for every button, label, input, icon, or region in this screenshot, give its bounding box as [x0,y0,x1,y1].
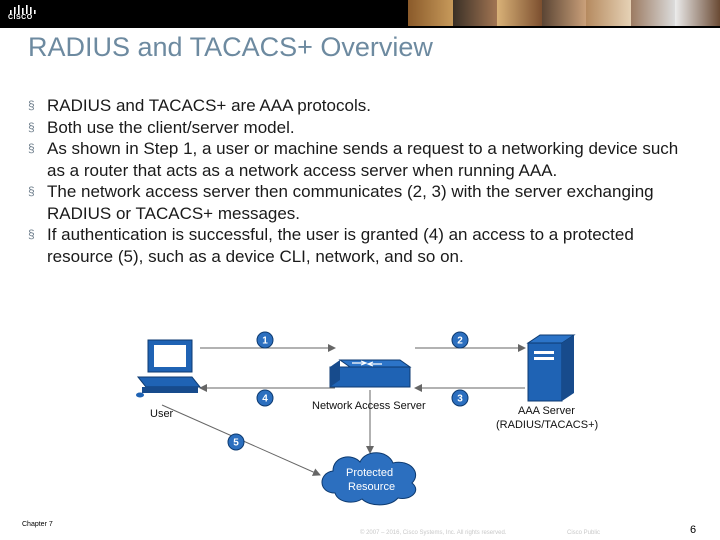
slide-title: RADIUS and TACACS+ Overview [28,32,433,62]
bullet-marker: § [28,98,35,112]
footer-copyright: © 2007 – 2016, Cisco Systems, Inc. All r… [360,530,507,536]
page-number: 6 [690,524,697,536]
network-access-server-icon [329,359,412,388]
bullet-text: Both use the client/server model. [47,117,295,137]
bullet-item: § Both use the client/server model. [28,117,698,139]
bullet-marker: § [28,141,35,155]
aaa-server-label-line1: AAA Server [518,405,575,417]
protected-resource-cloud-icon [321,452,417,506]
bullet-text: As shown in Step 1, a user or machine se… [47,139,679,180]
aaa-server-icon [526,334,576,402]
svg-text:4: 4 [262,394,268,405]
bullet-text: The network access server then communica… [47,182,654,223]
step-badge-2: 2 [451,331,469,349]
cisco-logo-text: CISCO [8,14,33,21]
bullet-item: § If authentication is successful, the us… [28,224,698,267]
bullet-marker: § [28,184,35,198]
cisco-bridge-icon [10,5,36,14]
bullet-text: If authentication is successful, the use… [47,225,634,266]
resource-label-line2: Resource [348,481,395,493]
cisco-logo: CISCO [8,3,42,23]
step-badge-4: 4 [256,389,274,407]
nas-label: Network Access Server [312,400,426,412]
slide-header: CISCO [0,0,720,28]
svg-text:1: 1 [262,336,268,347]
bullet-marker: § [28,227,35,241]
aaa-diagram: User Network Access Server AAA Server (R… [136,331,598,506]
svg-text:5: 5 [233,438,239,449]
step-badge-3: 3 [451,389,469,407]
step-badge-1: 1 [256,331,274,349]
aaa-server-label-line2: (RADIUS/TACACS+) [496,419,598,431]
resource-label-line1: Protected [346,467,393,479]
user-computer-icon [136,339,202,398]
bullet-text: RADIUS and TACACS+ are AAA protocols. [47,96,371,115]
step-badge-5: 5 [227,433,245,451]
svg-text:3: 3 [457,394,463,405]
bullet-item: § As shown in Step 1, a user or machine s… [28,138,698,181]
svg-text:2: 2 [457,336,463,347]
bullet-item: § RADIUS and TACACS+ are AAA protocols. [28,95,698,117]
bullet-marker: § [28,119,35,134]
footer-chapter: Chapter 7 [22,521,53,528]
footer-classification: Cisco Public [567,530,601,536]
bullet-item: § The network access server then communic… [28,181,698,224]
header-photo-strip [408,0,720,26]
bullet-list: § RADIUS and TACACS+ are AAA protocols. §… [28,95,698,267]
user-label: User [150,408,174,420]
